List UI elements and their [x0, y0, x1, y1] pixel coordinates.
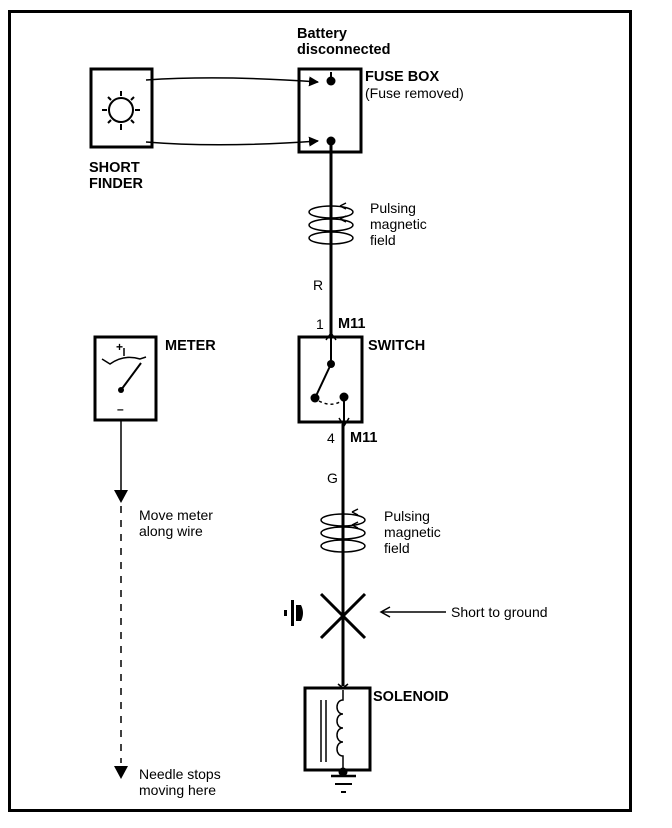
- needle-stop-arrow-icon: [114, 766, 128, 779]
- fuse-box-note: (Fuse removed): [365, 85, 464, 101]
- needle-stops-label: Needle stops moving here: [139, 766, 221, 798]
- connector-id-top: M11: [338, 316, 366, 332]
- meter-minus-label: –: [117, 402, 124, 416]
- coil-icon: [336, 690, 344, 770]
- ground-icon: [331, 774, 356, 793]
- pulsing-field-label-lower: Pulsing magnetic field: [384, 508, 441, 556]
- solenoid-box: [303, 683, 372, 777]
- connector-id-bottom: M11: [350, 430, 378, 446]
- meter-box: [93, 335, 158, 422]
- x-short-icon: [319, 592, 367, 640]
- short-to-ground-label: Short to ground: [451, 604, 548, 620]
- wire-color-label-g: G: [327, 470, 338, 486]
- move-meter-label: Move meter along wire: [139, 507, 213, 539]
- chassis-ground-icon: [284, 600, 303, 626]
- diagram-frame: [8, 10, 632, 812]
- switch-icon: [310, 331, 350, 428]
- short-finder-box: [89, 67, 154, 149]
- finder-lead-lower: [145, 136, 319, 147]
- meter-plus-label: +: [116, 340, 124, 354]
- lamp-icon: [102, 91, 140, 130]
- meter-needle-icon: [101, 348, 147, 393]
- connector-pin-4: 4: [327, 430, 335, 446]
- fuse-terminal-upper: [326, 76, 336, 86]
- short-finder-label: SHORT FINDER: [89, 160, 143, 192]
- pulsing-field-label-upper: Pulsing magnetic field: [370, 200, 427, 248]
- fuse-box-label: FUSE BOX: [365, 69, 440, 85]
- magnetic-field-icon-upper: [308, 202, 354, 245]
- switch-label: SWITCH: [368, 338, 426, 354]
- meter-arrow-down-icon: [114, 490, 128, 503]
- solenoid-label: SOLENOID: [373, 689, 449, 705]
- battery-status-label: Battery disconnected: [297, 26, 391, 58]
- finder-lead-upper: [145, 76, 319, 87]
- meter-label: METER: [165, 338, 216, 354]
- connector-pin-1: 1: [316, 316, 324, 332]
- switch-box: [297, 331, 364, 428]
- magnetic-field-icon-lower: [320, 508, 366, 553]
- wire-color-label-r: R: [313, 277, 324, 293]
